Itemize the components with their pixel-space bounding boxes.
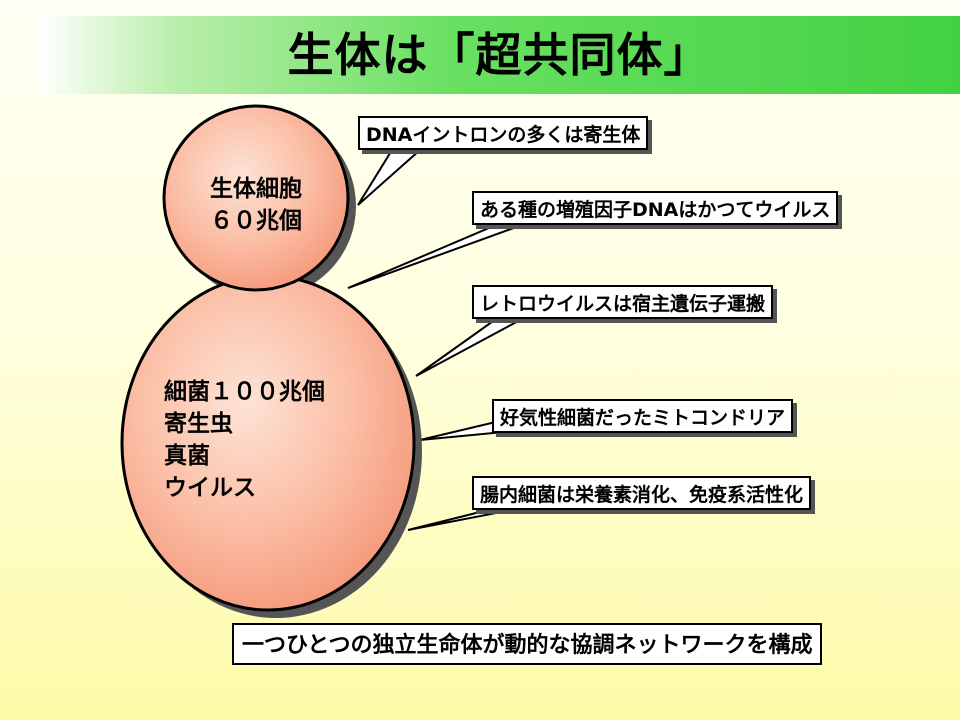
callout-mitochondria: 好気性細菌だったミトコンドリア bbox=[492, 399, 794, 433]
callout-tails bbox=[347, 149, 523, 531]
callout-tail-1 bbox=[357, 149, 423, 206]
small-cell-label: 生体細胞 ６０兆個 bbox=[196, 173, 316, 237]
summary-box: 一つひとつの独立生命体が動的な協調ネットワークを構成 bbox=[232, 623, 823, 665]
small-cell-line-2: ６０兆個 bbox=[210, 208, 302, 234]
callout-tail-2 bbox=[347, 224, 523, 289]
callout-growth-factor: ある種の増殖因子DNAはかつてウイルス bbox=[472, 191, 839, 225]
callout-dna-intron: DNAイントロンの多くは寄生体 bbox=[358, 116, 649, 150]
large-cell-line-4: ウイルス bbox=[164, 475, 256, 501]
title-bar: 生体は「超共同体」 bbox=[38, 16, 960, 94]
callout-tail-3 bbox=[415, 318, 523, 377]
callout-gut-bacteria: 腸内細菌は栄養素消化、免疫系活性化 bbox=[472, 476, 812, 510]
callout-retrovirus: レトロウイルスは宿主遺伝子運搬 bbox=[472, 285, 774, 319]
page-title: 生体は「超共同体」 bbox=[287, 28, 711, 82]
large-cell-line-1: 細菌１００兆個 bbox=[164, 379, 325, 405]
large-cell-line-2: 寄生虫 bbox=[164, 411, 233, 437]
large-cell-line-3: 真菌 bbox=[164, 443, 210, 469]
small-cell bbox=[162, 104, 350, 292]
small-cell-line-1: 生体細胞 bbox=[210, 176, 302, 202]
large-cell-label: 細菌１００兆個 寄生虫 真菌 ウイルス bbox=[164, 376, 394, 504]
